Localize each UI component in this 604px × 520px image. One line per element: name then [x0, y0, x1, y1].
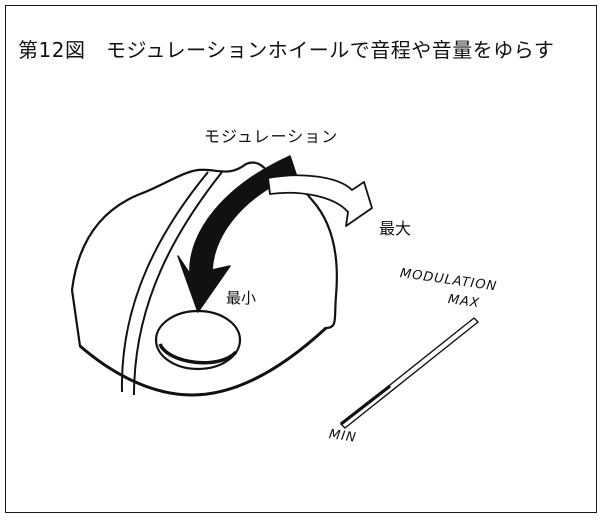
slider-scale-icon	[339, 317, 480, 429]
curved-arrow-down-icon	[177, 155, 297, 313]
curved-arrow-up-icon	[267, 174, 373, 227]
modulation-label: モジュレーション	[204, 127, 339, 146]
min-label-jp: 最小	[226, 289, 257, 307]
wheel-ridge	[120, 171, 209, 393]
max-label-jp: 最大	[379, 219, 412, 238]
wheel-ridge-inner	[133, 171, 223, 396]
thumb-recess	[154, 309, 242, 371]
figure-frame	[5, 5, 597, 513]
min-label-en: MIN	[327, 427, 358, 446]
max-label-en: MAX	[446, 292, 481, 312]
modulation-label-en: MODULATION	[398, 266, 498, 295]
wheel-base-shadow	[79, 326, 328, 397]
figure-title: 第12図 モジュレーションホイールで音程や音量をゆらす	[18, 38, 555, 62]
